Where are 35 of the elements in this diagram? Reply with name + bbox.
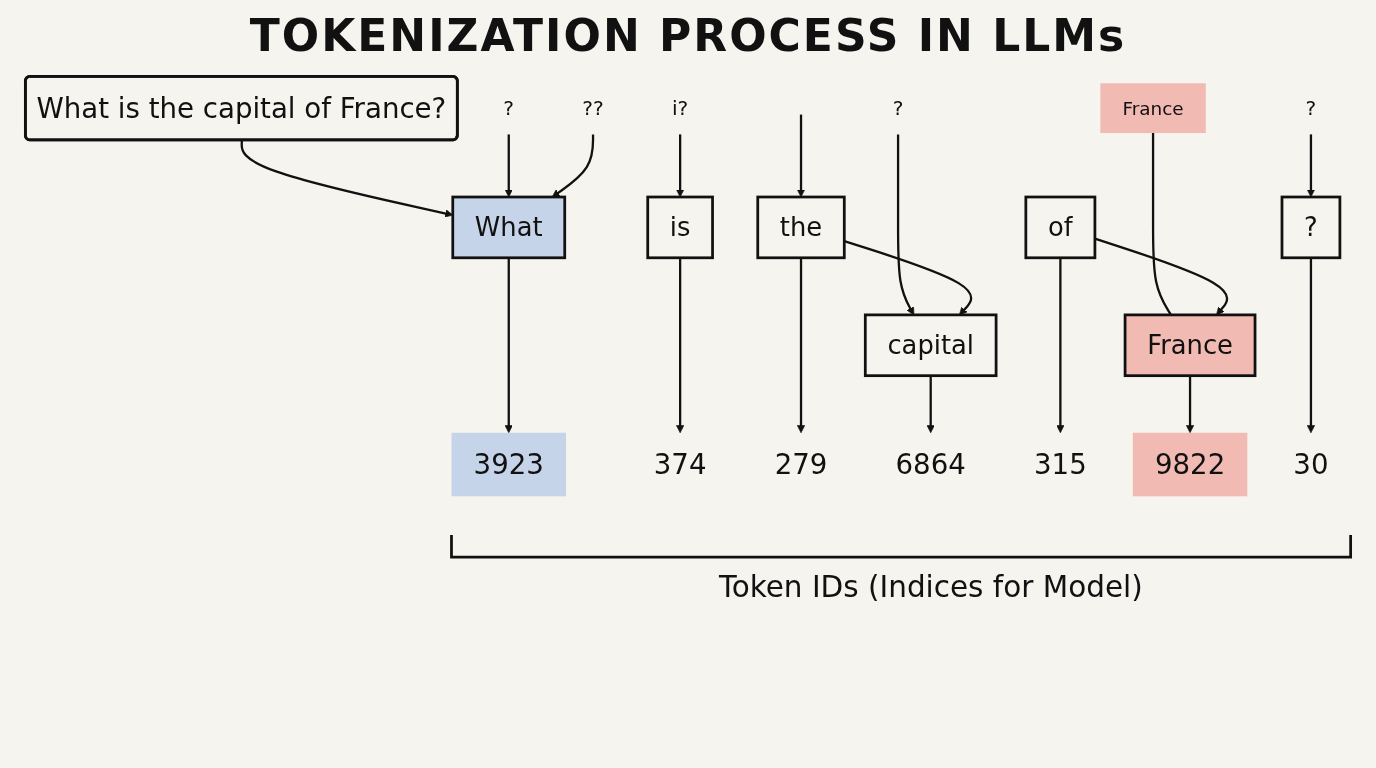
bracket: Token IDs (Indices for Model)	[450, 535, 1352, 605]
question-note: ?	[503, 96, 515, 120]
token-id: 9822	[1132, 432, 1248, 497]
sentence-box: What is the capital of France?	[24, 75, 459, 142]
token-id: 279	[774, 448, 828, 481]
arrow	[676, 257, 685, 434]
token-box: What	[451, 195, 567, 260]
title: TOKENIZATION PROCESS IN LLMs	[249, 10, 1127, 61]
arrow	[796, 114, 806, 198]
arrow	[676, 134, 685, 198]
token-box: is	[646, 195, 714, 260]
token-box: ?	[1280, 195, 1342, 260]
callout-label: France	[1100, 83, 1206, 133]
arrow	[504, 134, 513, 198]
question-note: ?	[892, 96, 904, 120]
question-note: i?	[671, 96, 689, 120]
arrow	[796, 257, 806, 434]
token-box: of	[1024, 195, 1097, 260]
arrow	[926, 375, 935, 434]
token-id: 3923	[451, 432, 566, 497]
token-box: the	[756, 195, 846, 260]
arrow	[504, 257, 513, 434]
question-note: ?	[1305, 96, 1317, 120]
token-id: 315	[1034, 448, 1087, 481]
token-id: 6864	[895, 448, 966, 481]
token-box: France	[1123, 313, 1257, 378]
token-id: 30	[1293, 448, 1329, 481]
arrow	[1306, 257, 1315, 434]
arrow	[1306, 134, 1315, 198]
question-note: ??	[582, 96, 604, 120]
arrow	[1056, 257, 1065, 434]
arrow	[551, 134, 595, 198]
token-box: capital	[863, 313, 998, 378]
token-id: 374	[653, 448, 707, 481]
arrow	[1186, 375, 1195, 434]
